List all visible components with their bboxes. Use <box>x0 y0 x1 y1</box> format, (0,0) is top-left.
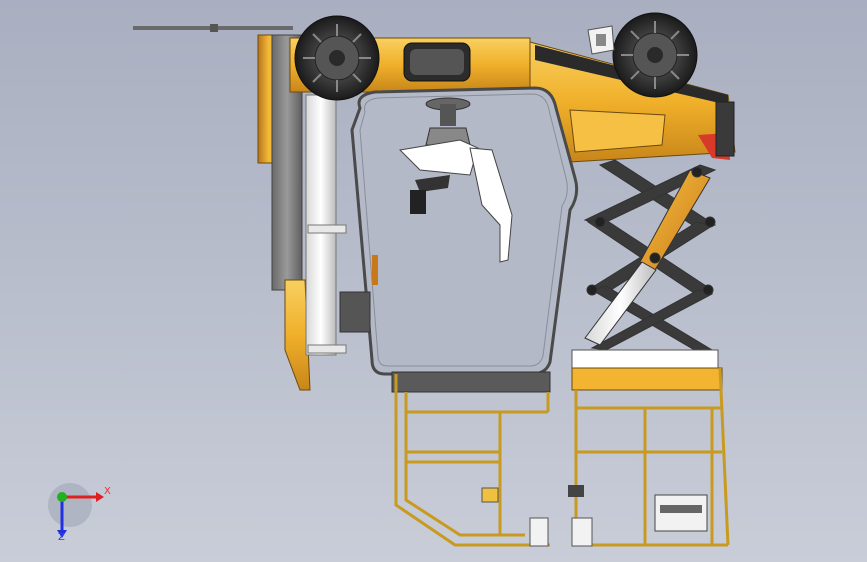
x-axis-label: X <box>104 486 111 497</box>
left-lower-frame <box>339 291 551 547</box>
cabin <box>350 86 579 376</box>
z-axis-label: Z <box>58 532 65 543</box>
rear-tire <box>612 12 698 98</box>
front-tire <box>294 15 380 101</box>
antenna-rod <box>133 24 293 32</box>
seat-assembly <box>398 97 513 263</box>
axis-triad[interactable] <box>48 483 104 538</box>
control-box <box>587 25 615 55</box>
right-lower-frame <box>568 349 730 547</box>
scissor-lift <box>583 159 717 353</box>
y-axis-dot <box>57 492 67 502</box>
